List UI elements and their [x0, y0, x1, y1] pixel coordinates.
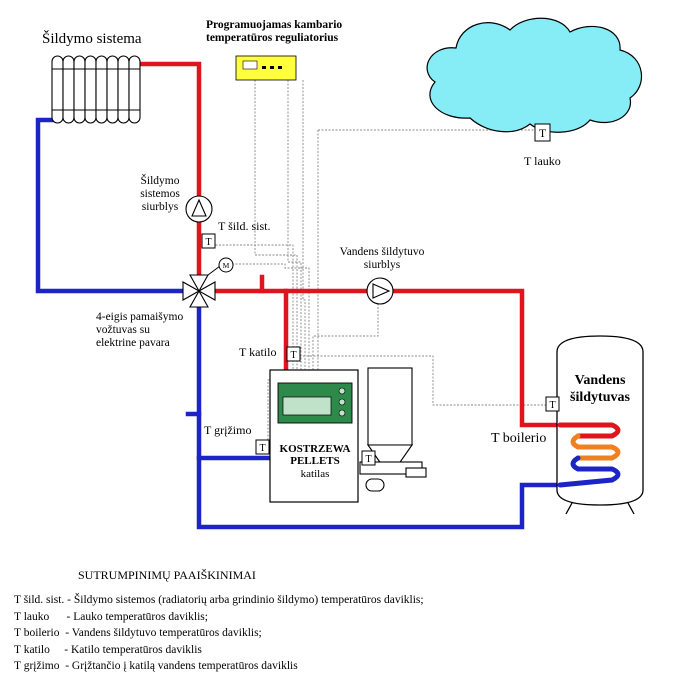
legend-title: SUTRUMPINIMŲ PAAIŠKINIMAI — [78, 568, 256, 582]
water-heater-label: Vandens šildytuvas — [558, 372, 642, 406]
dhw-pump-label: Vandens šildytuvo siurblys — [330, 246, 434, 272]
legend: T šild. sist. - Šildymo sistemos (radiat… — [14, 592, 424, 675]
heating-pump-label-line2: sistemos — [140, 187, 180, 200]
t-dhw-sensor: T — [545, 396, 560, 412]
legend-row: T lauko - Lauko temperatūros daviklis; — [14, 610, 208, 623]
boiler-icon — [269, 369, 359, 503]
valve-label-line3: elektrine pavara — [96, 336, 170, 349]
legend-row: T grįžimo - Grįžtančio į katilą vandens … — [14, 660, 298, 673]
t-outdoor-label: T lauko — [524, 154, 561, 168]
t-heating-sensor: T — [201, 233, 216, 249]
heating-system-label: Šildymo sistema — [42, 31, 142, 47]
boiler-label: KOSTRZEWA PELLETS katilas — [272, 443, 358, 480]
t-boiler-label: T katilo — [239, 345, 277, 359]
thermostat-label-line2: temperatūros reguliatorius — [206, 31, 339, 44]
water-heater-icon — [556, 335, 644, 515]
t-dhw-label: T boilerio — [491, 431, 547, 446]
valve-label: 4-eigis pamaišymo vožtuvas su elektrine … — [96, 311, 183, 350]
motor-icon: M — [207, 257, 234, 276]
water-heater-label-line1: Vandens — [574, 373, 626, 388]
hopper-sensor: T — [361, 450, 376, 466]
t-heating-label: T šild. sist. — [218, 219, 271, 233]
t-return-sensor-letter: T — [259, 443, 265, 454]
dhw-pump-label-line1: Vandens šildytuvo — [339, 246, 425, 258]
hopper-sensor-letter: T — [365, 454, 371, 465]
t-heating-sensor-letter: T — [205, 237, 211, 248]
heating-pump-label: Šildymo sistemos siurblys — [132, 175, 188, 214]
t-return-label: T grįžimo — [204, 423, 252, 437]
thermostat-icon — [235, 55, 297, 81]
water-heater-label-line2: šildytuvas — [570, 390, 630, 405]
dhw-pump-label-line2: siurblys — [363, 258, 401, 271]
radiator-icon — [51, 55, 141, 124]
four-way-valve-icon — [182, 274, 216, 308]
boiler-label-line3: katilas — [300, 467, 330, 480]
valve-label-line1: 4-eigis pamaišymo — [96, 311, 184, 323]
heating-pump-label-line3: siurblys — [141, 200, 179, 213]
boiler-label-line2: PELLETS — [290, 455, 340, 468]
pump-icon — [185, 195, 213, 223]
thermostat-label: Programuojamas kambario temperatūros reg… — [206, 19, 342, 45]
t-outdoor-sensor-letter: T — [539, 126, 547, 140]
motor-letter: M — [223, 261, 230, 270]
valve-label-line2: vožtuvas su — [96, 323, 150, 336]
t-return-sensor: T — [255, 439, 270, 455]
legend-row: T katilo - Katilo temperatūros daviklis — [14, 643, 202, 656]
t-outdoor-sensor: T — [534, 123, 551, 142]
pellet-hopper-icon — [359, 367, 427, 492]
t-dhw-sensor-letter: T — [549, 400, 555, 411]
boiler-label-line1: KOSTRZEWA — [279, 443, 351, 455]
thermostat-label-line1: Programuojamas kambario — [206, 19, 343, 31]
legend-row: T boilerio - Vandens šildytuvo temperatū… — [14, 627, 262, 640]
t-boiler-sensor: T — [286, 346, 301, 362]
dhw-pump-icon — [366, 277, 394, 305]
cloud-icon — [426, 17, 643, 133]
legend-row: T šild. sist. - Šildymo sistemos (radiat… — [14, 594, 424, 606]
return-pipes — [35, 117, 563, 530]
t-boiler-sensor-letter: T — [290, 350, 296, 361]
heating-pump-label-line1: Šildymo — [140, 175, 180, 187]
